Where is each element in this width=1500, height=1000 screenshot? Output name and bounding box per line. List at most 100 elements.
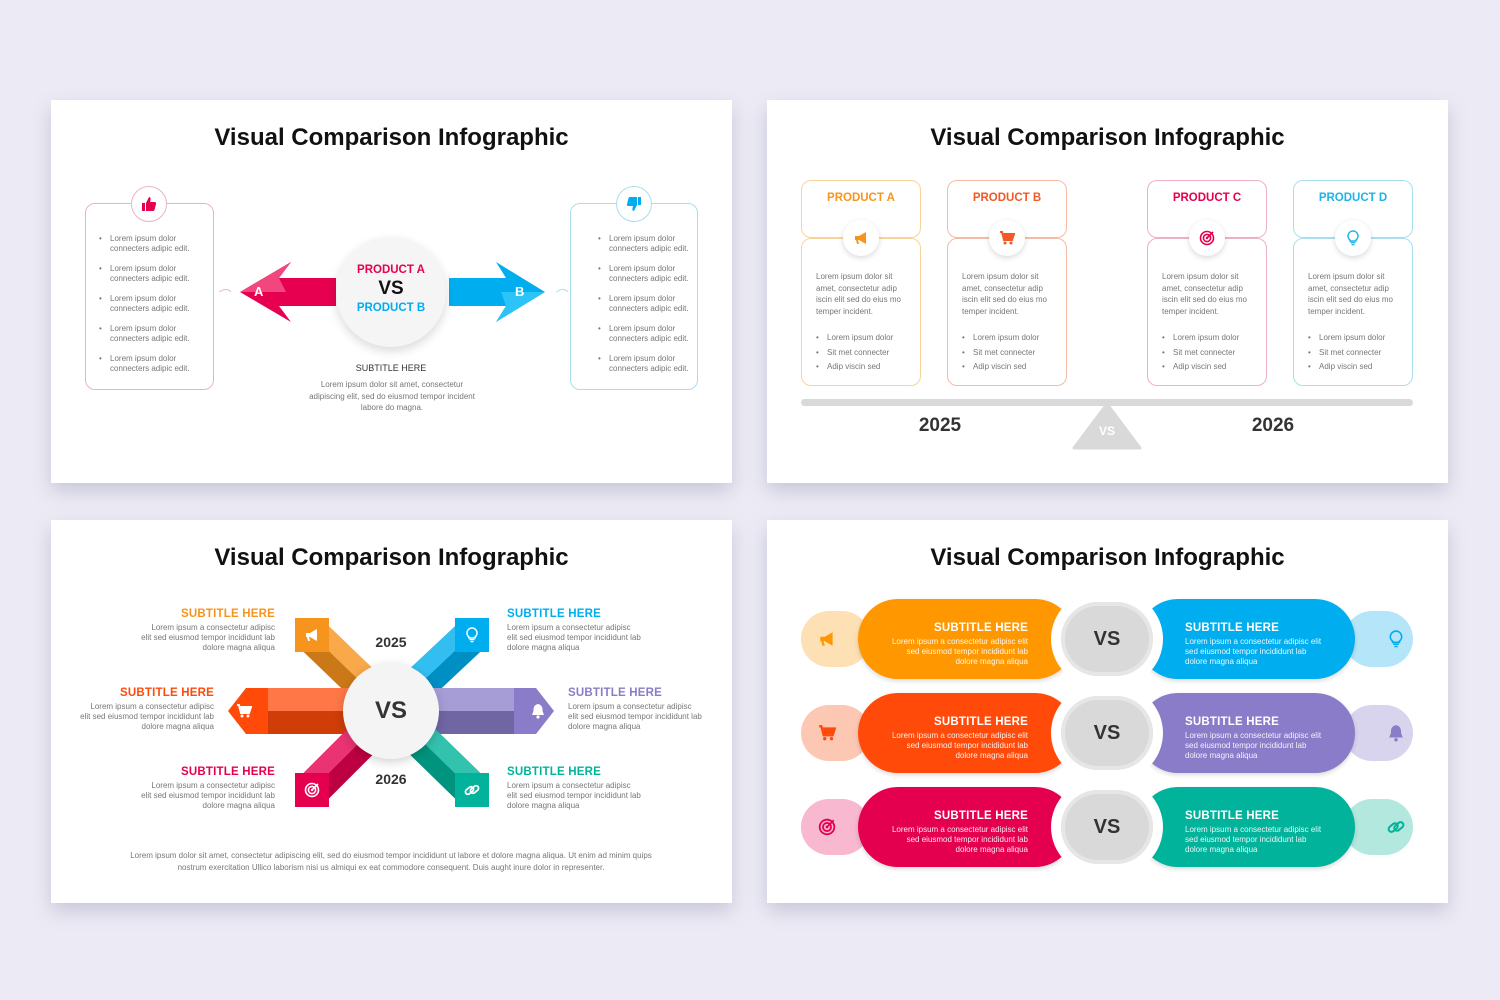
card-bullets: Lorem ipsum dolorSit met connecterAdip v…: [816, 333, 916, 377]
megaphone-icon: [843, 220, 879, 256]
item-right: SUBTITLE HERE Lorem ipsum a consectetur a…: [568, 687, 703, 732]
year-bottom: 2026: [375, 771, 407, 787]
bulb-icon: [1387, 630, 1405, 653]
left-pill: [858, 599, 1075, 679]
arm-right-bottom: [421, 711, 518, 734]
balance-bar: [801, 399, 1413, 406]
list-item: Sit met connecter: [816, 348, 916, 358]
card-title: PRODUCT A: [827, 192, 895, 204]
item-text: Lorem ipsum a consectetur adipisc elit s…: [507, 781, 641, 810]
vs-circle: VS: [343, 663, 439, 759]
pill-text: Lorem ipsum a consectetur adipisc elit s…: [891, 637, 1028, 666]
arm-lower-right-end: [455, 773, 489, 807]
list-item: Adip viscin sed: [1308, 362, 1408, 372]
slide-title: Visual Comparison Infographic: [930, 544, 1285, 571]
thumbs-down-icon: [616, 186, 652, 222]
item-text: Lorem ipsum a consectetur adipisc elit s…: [507, 623, 641, 652]
cart-icon: [989, 220, 1025, 256]
list-item: Lorem ipsum dolor connecters adipic edit…: [99, 294, 209, 314]
card-text: Lorem ipsum dolor sit amet, consectetur …: [1308, 272, 1393, 316]
item-lower-right: SUBTITLE HERE Lorem ipsum a consectetur a…: [507, 766, 642, 811]
right-connector-arrow: [555, 289, 569, 293]
year-top: 2025: [375, 634, 407, 650]
arm-left-top: [264, 688, 361, 711]
slide-title: Visual Comparison Infographic: [214, 544, 569, 571]
arm-upper-right-end: [455, 618, 489, 652]
description: Lorem ipsum dolor sit amet, consectetur …: [309, 380, 475, 412]
target-icon: [1189, 220, 1225, 256]
bulb-icon: [1335, 220, 1371, 256]
year-left: 2025: [918, 415, 962, 436]
bulb-icon: [464, 627, 480, 648]
slide-title: Visual Comparison Infographic: [214, 124, 569, 151]
list-item: Lorem ipsum dolor connecters adipic edit…: [598, 264, 694, 284]
bell-icon: [530, 703, 546, 724]
pill-subtitle: SUBTITLE HERE: [934, 622, 1028, 634]
pill-text: Lorem ipsum a consectetur adipisc elit s…: [1185, 637, 1322, 666]
list-item: Adip viscin sed: [1162, 362, 1262, 372]
item-subtitle: SUBTITLE HERE: [507, 608, 601, 620]
list-item: Lorem ipsum dolor connecters adipic edit…: [598, 324, 694, 344]
item-subtitle: SUBTITLE HERE: [568, 687, 662, 699]
slide-star-comparison: Visual Comparison Infographic VS 2025 20…: [51, 520, 732, 903]
left-connector-arrow: [218, 289, 232, 293]
item-text: Lorem ipsum a consectetur adipisc elit s…: [80, 702, 214, 731]
slide-product-cards: Visual Comparison Infographic VS 2025 20…: [767, 100, 1448, 483]
list-item: Adip viscin sed: [816, 362, 916, 372]
pill-subtitle: SUBTITLE HERE: [1185, 622, 1279, 634]
megaphone-icon: [818, 630, 836, 653]
bell-icon: [1387, 724, 1405, 747]
right-pill-text: SUBTITLE HERE Lorem ipsum a consectetur a…: [1185, 810, 1325, 855]
item-subtitle: SUBTITLE HERE: [507, 766, 601, 778]
card-text: Lorem ipsum dolor sit amet, consectetur …: [962, 272, 1047, 316]
card-title: PRODUCT B: [972, 192, 1042, 204]
item-upper-left: SUBTITLE HERE Lorem ipsum a consectetur a…: [140, 608, 275, 653]
list-item: Lorem ipsum dolor: [816, 333, 916, 343]
pill-subtitle: SUBTITLE HERE: [1185, 810, 1279, 822]
pros-list: Lorem ipsum dolor connecters adipic edit…: [99, 234, 209, 384]
pill-text: Lorem ipsum a consectetur adipisc elit s…: [1185, 825, 1322, 854]
subtitle: SUBTITLE HERE: [355, 363, 427, 373]
vs-label: VS: [378, 278, 404, 299]
card-bullets: Lorem ipsum dolorSit met connecterAdip v…: [1308, 333, 1408, 377]
pill-subtitle: SUBTITLE HERE: [934, 716, 1028, 728]
megaphone-icon: [304, 627, 320, 648]
right-pill: [1138, 787, 1355, 867]
left-pill: [858, 693, 1075, 773]
target-icon: [304, 782, 320, 803]
item-subtitle: SUBTITLE HERE: [181, 766, 275, 778]
card-text: Lorem ipsum dolor sit amet, consectetur …: [1162, 272, 1247, 316]
arrow-a-shape: [240, 262, 336, 322]
card-text: Lorem ipsum dolor sit amet, consectetur …: [816, 272, 901, 316]
item-subtitle: SUBTITLE HERE: [181, 608, 275, 620]
footer-text: Lorem ipsum dolor sit amet, consectetur …: [130, 851, 652, 872]
list-item: Sit met connecter: [1308, 348, 1408, 358]
list-item: Lorem ipsum dolor connecters adipic edit…: [598, 354, 694, 374]
vs-badge: VS: [1061, 696, 1153, 770]
pill-subtitle: SUBTITLE HERE: [1185, 716, 1279, 728]
list-item: Adip viscin sed: [962, 362, 1062, 372]
arrow-a-highlight: [240, 262, 291, 292]
arrow-a-label: A: [254, 284, 264, 299]
year-right: 2026: [1251, 415, 1295, 436]
list-item: Lorem ipsum dolor: [1162, 333, 1262, 343]
list-item: Sit met connecter: [962, 348, 1062, 358]
item-lower-left: SUBTITLE HERE Lorem ipsum a consectetur a…: [140, 766, 275, 811]
vs-badge: VS: [1061, 790, 1153, 864]
pill-text: Lorem ipsum a consectetur adipisc elit s…: [891, 731, 1028, 760]
target-icon: [818, 818, 836, 841]
product-a-label: PRODUCT A: [357, 264, 425, 276]
item-text: Lorem ipsum a consectetur adipisc elit s…: [141, 623, 275, 652]
list-item: Sit met connecter: [1162, 348, 1262, 358]
arm-left-bottom: [264, 711, 361, 734]
list-item: Lorem ipsum dolor connecters adipic edit…: [99, 234, 209, 254]
item-text: Lorem ipsum a consectetur adipisc elit s…: [141, 781, 275, 810]
list-item: Lorem ipsum dolor: [962, 333, 1062, 343]
list-item: Lorem ipsum dolor connecters adipic edit…: [99, 354, 209, 374]
item-left: SUBTITLE HERE Lorem ipsum a consectetur a…: [79, 687, 214, 732]
item-text: Lorem ipsum a consectetur adipisc elit s…: [568, 702, 702, 731]
item-subtitle: SUBTITLE HERE: [120, 687, 214, 699]
list-item: Lorem ipsum dolor connecters adipic edit…: [598, 294, 694, 314]
